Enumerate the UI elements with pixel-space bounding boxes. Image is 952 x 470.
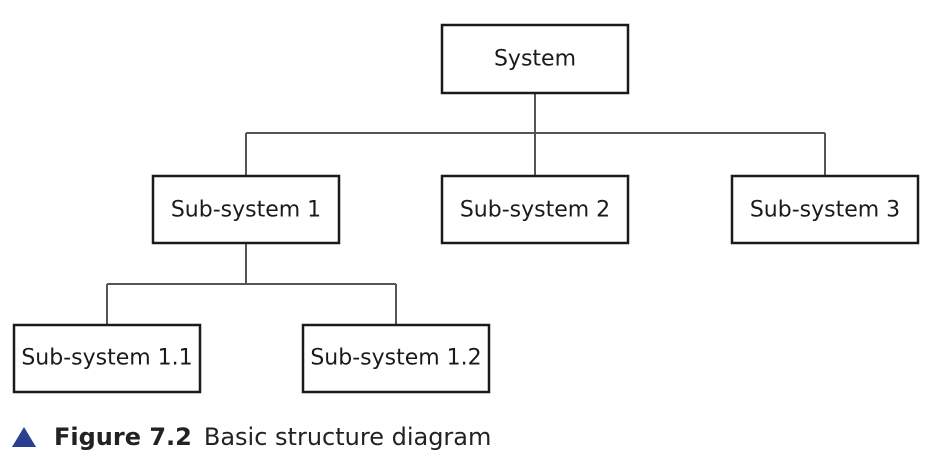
diagram-connectors xyxy=(106,93,826,325)
node-sub-system-1-1: Sub-system 1.1 xyxy=(12,323,202,394)
node-label: Sub-system 1 xyxy=(171,198,321,223)
figure-caption: Figure 7.2 Basic structure diagram xyxy=(12,420,491,454)
node-sub-system-1-2: Sub-system 1.2 xyxy=(301,323,491,394)
node-label: Sub-system 1.2 xyxy=(310,346,481,371)
connector-system-to-subsystems xyxy=(245,93,826,176)
node-label: Sub-system 3 xyxy=(750,198,900,223)
node-label: Sub-system 2 xyxy=(460,198,610,223)
node-sub-system-1: Sub-system 1 xyxy=(151,174,341,245)
node-label: Sub-system 1.1 xyxy=(21,346,192,371)
node-sub-system-2: Sub-system 2 xyxy=(440,174,630,245)
node-label: System xyxy=(494,47,576,72)
figure-title: Basic structure diagram xyxy=(203,423,492,451)
node-sub-system-3: Sub-system 3 xyxy=(730,174,920,245)
figure-number: Figure 7.2 xyxy=(54,423,192,451)
connector-sub1-to-children xyxy=(106,243,397,325)
node-system: System xyxy=(440,23,630,95)
triangle-up-icon xyxy=(12,427,36,447)
